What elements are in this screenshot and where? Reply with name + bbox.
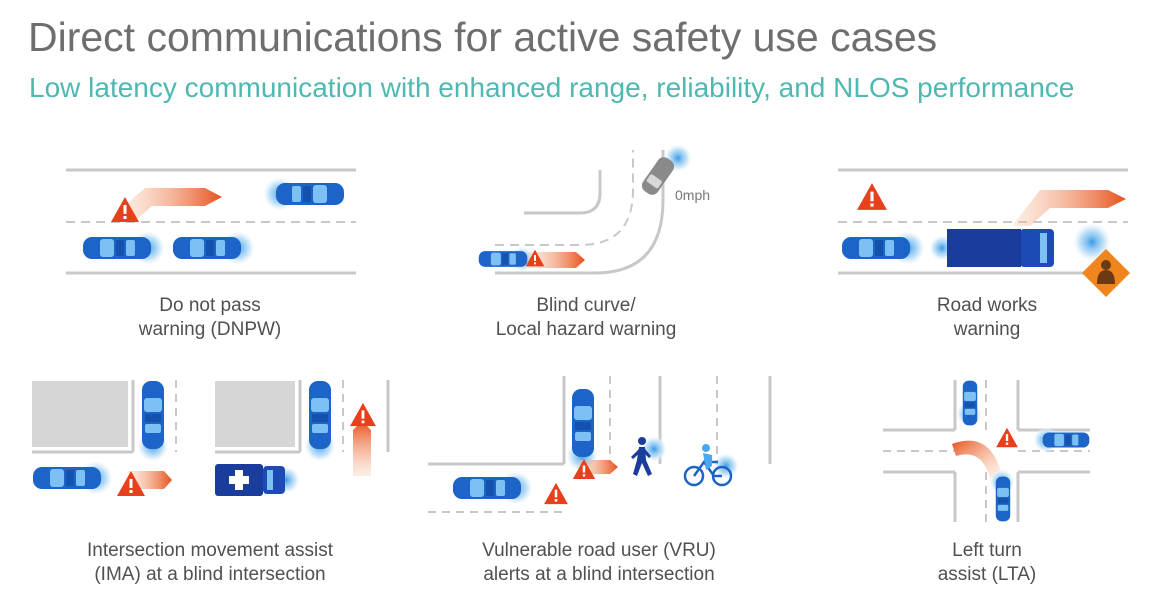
ambulance-icon bbox=[215, 464, 285, 496]
caption-line: alerts at a blind intersection bbox=[483, 564, 715, 585]
cyclist-icon bbox=[683, 444, 733, 487]
blind-curve-scene: 0mph bbox=[478, 145, 710, 275]
caption-line: warning bbox=[953, 319, 1021, 340]
approaching-car bbox=[478, 251, 528, 267]
caption-line: (IMA) at a blind intersection bbox=[94, 564, 326, 585]
turning-car bbox=[572, 389, 594, 457]
ima-scene bbox=[32, 380, 390, 496]
dnpw-scene bbox=[66, 168, 356, 275]
building-block bbox=[32, 381, 128, 447]
caption-line: Vulnerable road user (VRU) bbox=[482, 540, 716, 561]
vru-caption: Vulnerable road user (VRU) alerts at a b… bbox=[449, 539, 749, 587]
overtake-path-arrow bbox=[122, 188, 222, 220]
lta-caption: Left turn assist (LTA) bbox=[837, 539, 1137, 587]
page-subtitle: Low latency communication with enhanced … bbox=[29, 72, 1075, 103]
caption-line: Left turn bbox=[952, 540, 1022, 561]
caption-line: assist (LTA) bbox=[937, 564, 1037, 585]
following-car bbox=[173, 237, 241, 259]
truck-trailer bbox=[947, 229, 1021, 267]
road-works-caption: Road works warning bbox=[837, 294, 1137, 342]
left-turn-arc bbox=[952, 440, 1002, 478]
crossing-car bbox=[309, 381, 331, 449]
ima-caption: Intersection movement assist (IMA) at a … bbox=[60, 539, 360, 587]
turning-car bbox=[995, 476, 1011, 522]
caption-line: Blind curve/ bbox=[536, 295, 636, 316]
page-title: Direct communications for active safety … bbox=[28, 14, 938, 60]
cross-car bbox=[1042, 432, 1090, 448]
oncoming-car bbox=[276, 183, 344, 205]
warning-icon bbox=[544, 482, 568, 505]
ego-car bbox=[453, 477, 521, 499]
caption-line: warning (DNPW) bbox=[138, 319, 282, 340]
speed-label: 0mph bbox=[675, 187, 710, 203]
caption-line: Do not pass bbox=[159, 295, 261, 316]
warning-icon bbox=[857, 183, 887, 210]
lane-change-arrow bbox=[1012, 190, 1126, 226]
vru-scene bbox=[428, 376, 772, 513]
caption-line: Road works bbox=[936, 295, 1038, 316]
pedestrian-icon bbox=[631, 437, 652, 476]
truck-cab bbox=[1020, 229, 1054, 267]
crossing-car bbox=[142, 381, 164, 449]
oncoming-car bbox=[962, 380, 978, 426]
warning-icon bbox=[996, 427, 1018, 448]
caption-line: Local hazard warning bbox=[495, 319, 677, 340]
dnpw-caption: Do not pass warning (DNPW) bbox=[60, 294, 360, 342]
warning-icon bbox=[350, 402, 376, 427]
lta-scene bbox=[883, 380, 1090, 522]
ego-car bbox=[33, 467, 101, 489]
road-works-scene bbox=[838, 168, 1131, 298]
car bbox=[842, 237, 910, 259]
blind-curve-caption: Blind curve/ Local hazard warning bbox=[436, 294, 736, 342]
caption-line: Intersection movement assist bbox=[86, 540, 334, 561]
lead-car bbox=[83, 237, 151, 259]
stopped-car bbox=[641, 157, 675, 195]
ima-arrow bbox=[128, 471, 172, 489]
building-block bbox=[215, 381, 295, 447]
emergency-arrow bbox=[353, 421, 371, 476]
